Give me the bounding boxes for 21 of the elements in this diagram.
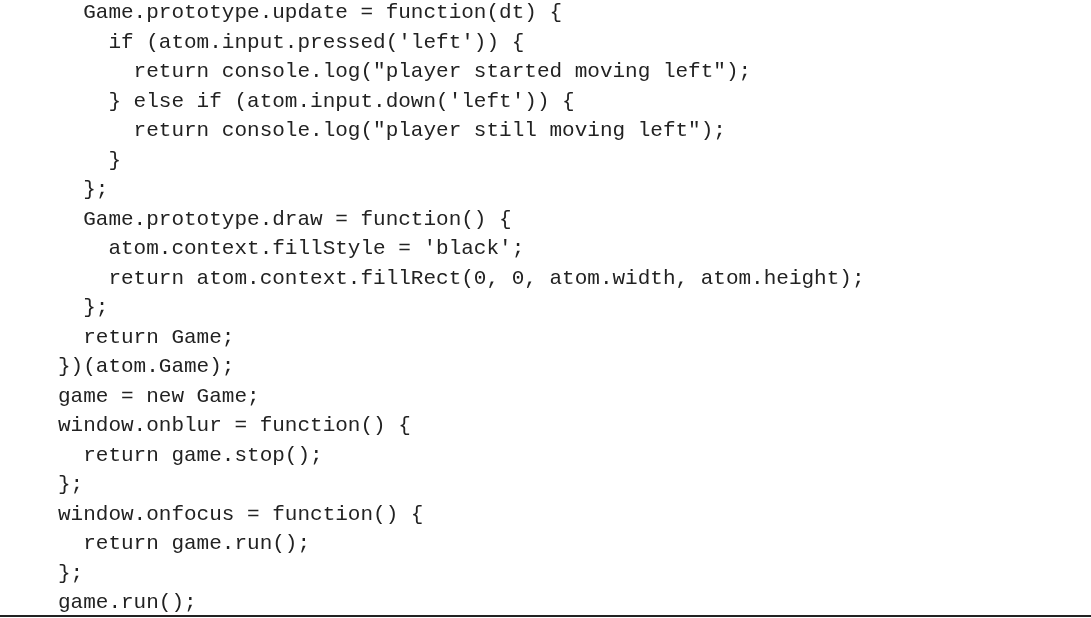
code-line: } bbox=[107, 147, 121, 174]
code-line: return console.log("player still moving left"); bbox=[132, 118, 726, 144]
code-line: }; bbox=[58, 472, 84, 498]
code-line: Game.prototype.update = function(dt) { bbox=[82, 0, 563, 26]
code-line: }; bbox=[82, 177, 109, 203]
code-line: })(atom.Game); bbox=[58, 354, 235, 380]
code-line: return game.run(); bbox=[82, 531, 311, 557]
code-line: }; bbox=[58, 560, 84, 587]
code-line: atom.context.fillStyle = 'black'; bbox=[107, 236, 525, 262]
code-line: game = new Game; bbox=[58, 383, 260, 410]
code-line: window.onblur = function() { bbox=[58, 413, 411, 439]
code-line: return game.stop(); bbox=[82, 442, 323, 469]
code-line: return atom.context.fillRect(0, 0, atom.width, atom.height); bbox=[107, 265, 865, 292]
code-line: Game.prototype.draw = function() { bbox=[82, 206, 512, 233]
code-line: return console.log("player started moving left"); bbox=[132, 59, 752, 85]
code-line: return Game; bbox=[82, 324, 235, 351]
code-line: window.onfocus = function() { bbox=[58, 501, 424, 528]
code-line: if (atom.input.pressed('left')) { bbox=[107, 29, 525, 56]
code-line: } else if (atom.input.down('left')) { bbox=[107, 88, 575, 115]
code-line: }; bbox=[82, 295, 109, 321]
code-line: game.run(); bbox=[58, 590, 197, 616]
